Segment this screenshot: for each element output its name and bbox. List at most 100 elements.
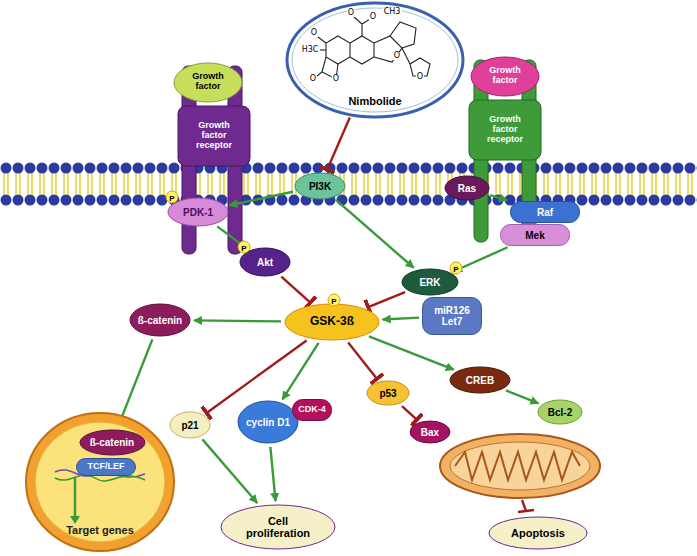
receptor-label: Growth factor receptor [181, 110, 247, 162]
text-group: Apoptosis [511, 527, 565, 539]
node-label: Raf [537, 207, 553, 218]
node-label: Nimbolide [348, 95, 401, 107]
atom-symbol: O [310, 29, 318, 37]
text-group: p53 [379, 388, 396, 399]
atom-symbol: O [393, 52, 401, 60]
node-label: Akt [257, 257, 273, 268]
text-group: ß-catenin [138, 315, 182, 326]
receptor-label: Growth factor receptor [472, 104, 538, 156]
inhibition-line [281, 277, 310, 303]
outcome-oval: Cell proliferation [220, 504, 336, 550]
protein-box: Raf [510, 201, 580, 223]
protein-oval: CREB [449, 366, 511, 394]
atom-symbol: O [309, 75, 317, 83]
node-label: p53 [379, 388, 396, 399]
activation-arrow [506, 390, 538, 403]
activation-arrow [229, 192, 293, 206]
node-label: Cell proliferation [238, 515, 318, 539]
nucleus-oval: Target genes ß-cateninTCF/LEF [25, 412, 175, 552]
text-group: TCF/LEF [88, 462, 125, 472]
protein-box: Mek [500, 224, 570, 246]
text-group: Mek [525, 230, 544, 241]
atom-symbol: O [416, 73, 424, 81]
activation-arrow [282, 343, 318, 399]
atom-symbol: O [369, 13, 377, 21]
activation-arrow [490, 195, 507, 200]
node-label: miR126 Let7 [427, 305, 477, 327]
text-group: CDK-4 [298, 405, 326, 415]
inhibition-line [368, 292, 405, 307]
text-group: Nimbolide [348, 95, 401, 107]
node-label: cyclin D1 [246, 417, 290, 428]
phosphate-mark: P [238, 241, 251, 254]
protein-oval: ß-catenin [129, 303, 191, 337]
protein-oval: PI3K [294, 172, 346, 200]
activation-arrow [118, 339, 152, 425]
text-group: Bax [421, 427, 439, 438]
phosphate-mark: P [328, 294, 341, 307]
activation-arrow [336, 200, 414, 268]
node-label: TCF/LEF [88, 462, 125, 472]
text-group: PI3K [309, 181, 331, 192]
text-group: Target genes [66, 524, 134, 536]
protein-oval: ß-catenin [79, 429, 146, 456]
node-label: CDK-4 [298, 405, 326, 415]
text-group: CREB [466, 375, 494, 386]
transcription-factor-box: TCF/LEF [76, 458, 136, 476]
mirna-box: miR126 Let7 [422, 297, 482, 335]
activation-arrow [270, 447, 275, 501]
activation-arrow [369, 336, 454, 369]
protein-oval: Bcl-2 [537, 399, 583, 425]
node-label: CREB [466, 375, 494, 386]
atom-symbol: H3C [301, 46, 320, 54]
outcome-oval: Apoptosis [488, 516, 588, 550]
atom-symbol: O [347, 9, 355, 17]
mitochondrion [440, 434, 600, 498]
inhibition-line [402, 406, 417, 420]
activation-arrow [202, 439, 257, 503]
text-group: cyclin D1 [246, 417, 290, 428]
node-label: Apoptosis [511, 527, 565, 539]
node-label: Bcl-2 [548, 407, 572, 418]
phosphate-mark: P [450, 262, 463, 275]
protein-box: CDK-4 [292, 399, 332, 421]
node-label: Mek [525, 230, 544, 241]
text-group: Growth factor [185, 72, 231, 92]
text-group: PDK-1 [183, 207, 213, 218]
node-label: ß-catenin [138, 315, 182, 326]
node-label: PDK-1 [183, 207, 213, 218]
inhibition-line [327, 118, 350, 170]
node-label: PI3K [309, 181, 331, 192]
node-label: Growth factor receptor [186, 121, 242, 151]
text-group: p21 [181, 420, 198, 431]
protein-sphere: cyclin D1 [237, 400, 299, 444]
phosphate-mark: P [166, 191, 179, 204]
ligand-oval: Growth factor [173, 62, 243, 103]
protein-oval: p21 [169, 411, 211, 439]
node-label: Bax [421, 427, 439, 438]
activation-arrow [194, 320, 281, 321]
text-group: GSK-3ß [310, 315, 354, 328]
text-group: Growth factor receptor [477, 115, 533, 145]
ligand-oval: Growth factor [470, 56, 540, 97]
atom-symbol: O [332, 75, 340, 83]
text-group: Akt [257, 257, 273, 268]
node-label: ß-catenin [90, 437, 134, 448]
nimbolide-structure [317, 17, 430, 79]
text-group: miR126 Let7 [427, 305, 477, 327]
hub-oval: GSK-3ß [284, 303, 380, 341]
node-label: Growth factor [482, 66, 528, 86]
text-group: Raf [537, 207, 553, 218]
cell-membrane [0, 160, 697, 208]
nimbolide-frame [287, 3, 463, 117]
node-label: Target genes [66, 524, 134, 536]
node-label: Growth factor [185, 72, 231, 92]
activation-arrow [383, 318, 419, 320]
text-group: Growth factor receptor [186, 121, 242, 151]
text-group: ERK [419, 277, 440, 288]
text-group: Bcl-2 [548, 407, 572, 418]
text-group: Cell proliferation [238, 515, 318, 539]
